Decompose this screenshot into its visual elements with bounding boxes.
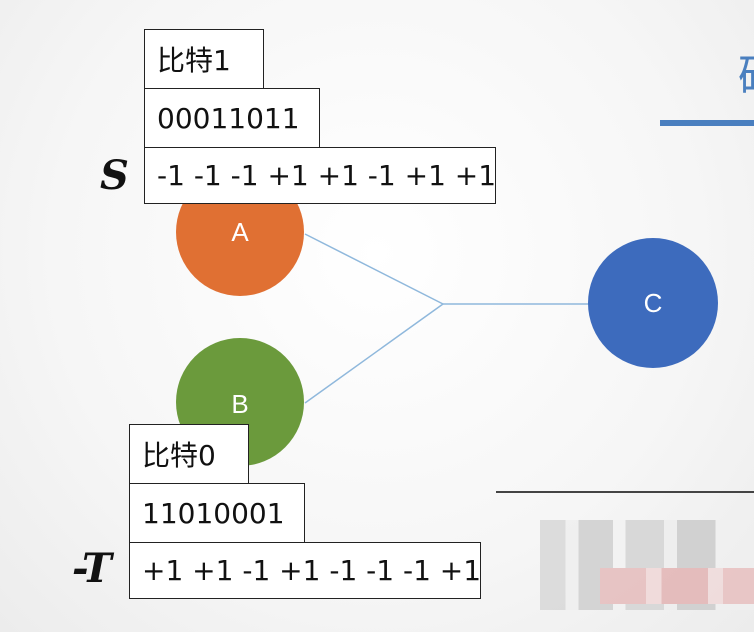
station-b-chip-vector: +1 +1 -1 +1 -1 -1 -1 +1 <box>142 554 482 587</box>
vector-name-neg-t: -T <box>72 545 112 592</box>
station-b-chip-vector-box: +1 +1 -1 +1 -1 -1 -1 +1 <box>129 542 481 599</box>
blurred-content <box>540 520 754 610</box>
node-c[interactable] <box>588 238 718 368</box>
node-b-label: B <box>231 389 248 419</box>
station-b-bit-box: 比特0 <box>129 424 249 484</box>
station-a-chip-vector-box: -1 -1 -1 +1 +1 -1 +1 +1 <box>144 147 496 204</box>
edge-a-junction <box>304 233 444 305</box>
station-a-bit-box: 比特1 <box>144 29 264 89</box>
edge-b-junction <box>304 303 444 404</box>
station-b-bit-label: 比特0 <box>142 439 216 472</box>
slide-title-fragment: 码 <box>738 40 754 104</box>
station-a-bit-label: 比特1 <box>157 44 231 77</box>
station-b-chip-sequence-box: 11010001 <box>129 483 305 543</box>
node-a-label: A <box>231 217 249 247</box>
station-b-chip-sequence: 11010001 <box>142 496 285 530</box>
station-a-chip-sequence: 00011011 <box>157 101 300 135</box>
title-underline <box>660 120 754 126</box>
node-c-label: C <box>644 288 663 318</box>
vector-name-s: S <box>100 152 129 199</box>
station-a-chip-sequence-box: 00011011 <box>144 88 320 148</box>
separator-line <box>496 491 754 493</box>
station-a-chip-vector: -1 -1 -1 +1 +1 -1 +1 +1 <box>157 159 497 192</box>
